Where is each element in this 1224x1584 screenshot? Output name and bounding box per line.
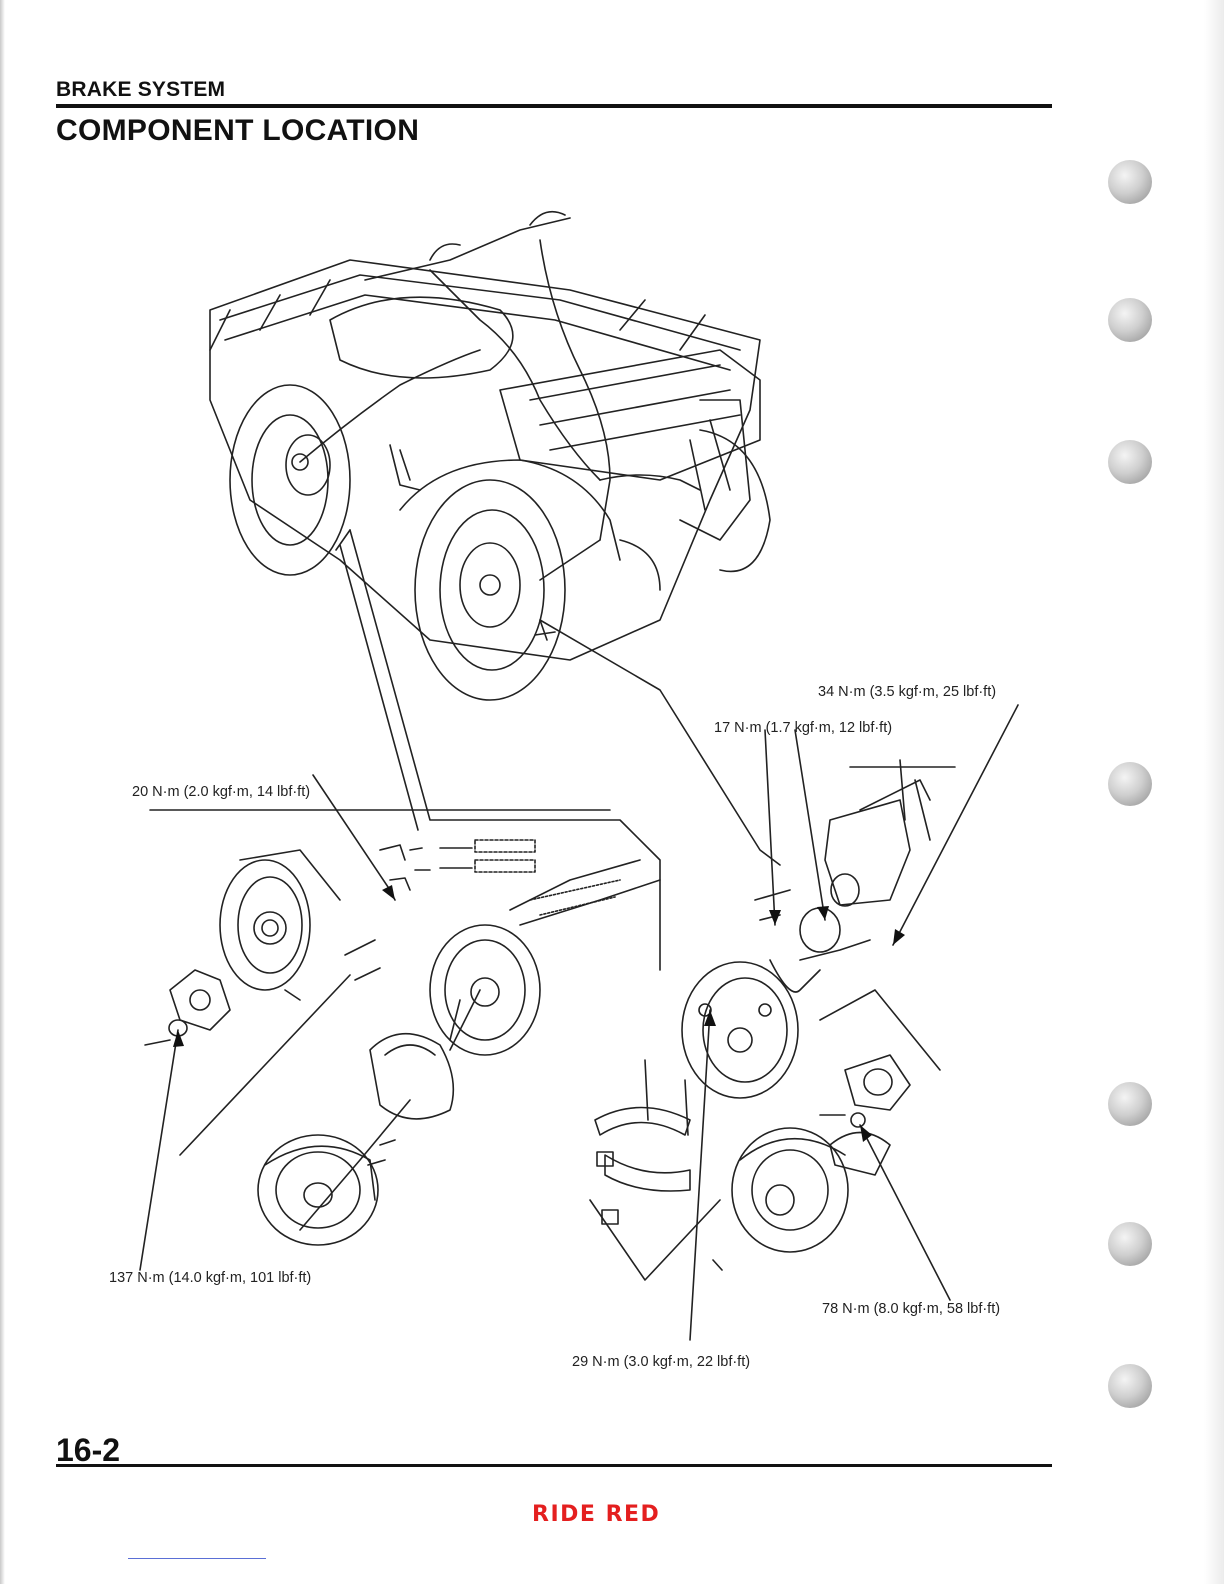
binder-hole-5 (1108, 1082, 1152, 1126)
footer-link-underline (128, 1558, 266, 1559)
torque-label-rear-hub-nut: 137 N·m (14.0 kgf·m, 101 lbf·ft) (109, 1270, 311, 1286)
footer-rule (56, 1464, 1052, 1467)
binder-hole-2 (1108, 298, 1152, 342)
front-brake-exploded (590, 760, 940, 1280)
binder-hole-7 (1108, 1364, 1152, 1408)
binder-hole-6 (1108, 1222, 1152, 1266)
page-left-edge (0, 0, 5, 1584)
header-rule (56, 104, 1052, 108)
page-title: COMPONENT LOCATION (56, 114, 419, 148)
page-right-edge (1204, 0, 1224, 1584)
torque-label-front-panel-bolt: 29 N·m (3.0 kgf·m, 22 lbf·ft) (572, 1354, 750, 1370)
binder-hole-1 (1108, 160, 1152, 204)
torque-label-front-hub-nut: 78 N·m (8.0 kgf·m, 58 lbf·ft) (822, 1301, 1000, 1317)
watermark-logo: RIDE RED (532, 1502, 660, 1527)
binder-hole-4 (1108, 762, 1152, 806)
torque-label-front-line-nut: 17 N·m (1.7 kgf·m, 12 lbf·ft) (714, 720, 892, 736)
atv-illustration (210, 212, 770, 700)
section-heading: BRAKE SYSTEM (56, 78, 225, 102)
torque-label-front-hose-bolt: 34 N·m (3.5 kgf·m, 25 lbf·ft) (818, 684, 996, 700)
rear-brake-exploded (145, 840, 660, 1245)
torque-label-rear-panel-bolt: 20 N·m (2.0 kgf·m, 14 lbf·ft) (132, 784, 310, 800)
binder-hole-3 (1108, 440, 1152, 484)
